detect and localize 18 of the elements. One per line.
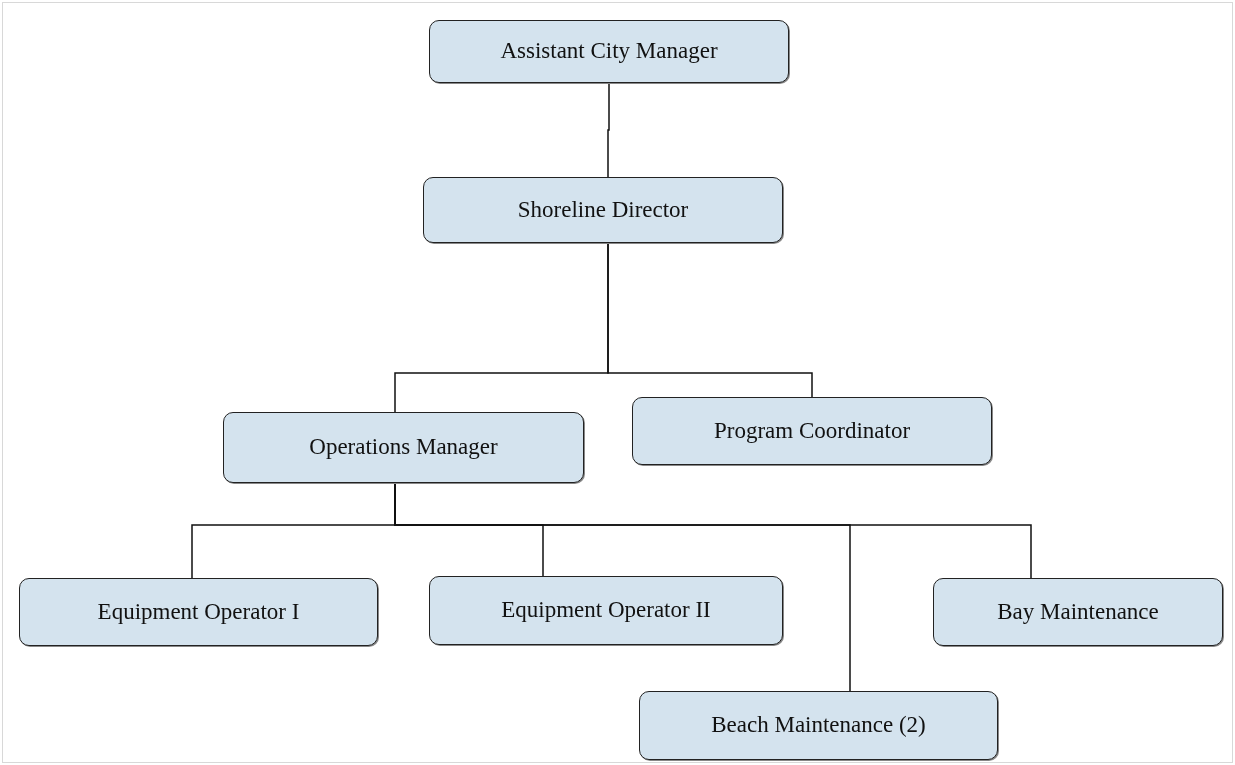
position-title: Equipment Operator II: [501, 596, 711, 625]
position-box: [223, 412, 584, 483]
position-title: Bay Maintenance: [997, 597, 1159, 626]
position-box: [933, 578, 1223, 646]
connector-line: [607, 82, 610, 178]
position-title: Equipment Operator I: [97, 597, 300, 626]
position-box: [429, 576, 783, 645]
position-title: Beach Maintenance (2): [711, 711, 926, 740]
position-box: [19, 578, 378, 646]
position-box: [632, 397, 992, 465]
position-title: Assistant City Manager: [500, 37, 718, 66]
position-box: [639, 691, 998, 760]
position-box: [423, 177, 783, 243]
position-title: Program Coordinator: [713, 416, 911, 445]
connector-line: [607, 242, 813, 398]
position-title: Operations Manager: [309, 433, 498, 462]
position-title: Shoreline Director: [517, 195, 689, 224]
position-box: [429, 20, 789, 83]
